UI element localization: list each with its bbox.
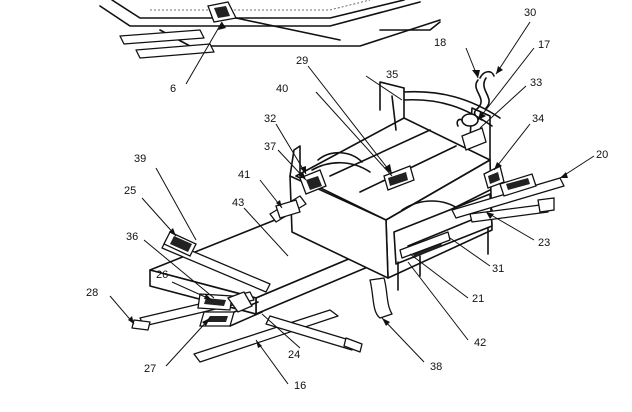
callout-26: 26 xyxy=(156,269,168,281)
callout-29: 29 xyxy=(296,55,308,67)
upper-frame-partial xyxy=(99,0,441,59)
callout-35: 35 xyxy=(386,69,398,81)
upper-strap-left-2 xyxy=(135,43,215,59)
main-frame xyxy=(149,81,501,327)
callout-30: 30 xyxy=(524,7,536,19)
callout-36: 36 xyxy=(126,231,138,243)
callout-23: 23 xyxy=(538,237,550,249)
strap-38 xyxy=(369,277,393,319)
buckle-33 xyxy=(461,127,487,151)
tether-hose xyxy=(456,70,495,127)
callout-6: 6 xyxy=(170,83,176,95)
tab-28 xyxy=(131,319,151,331)
callout-33: 33 xyxy=(530,77,542,89)
leader-lines xyxy=(109,21,595,385)
strap-lower-right xyxy=(265,315,357,351)
straps xyxy=(131,127,565,363)
callout-39: 39 xyxy=(134,153,146,165)
callout-25: 25 xyxy=(124,185,136,197)
callout-42: 42 xyxy=(474,337,486,349)
callout-labels: 6 16 17 18 20 21 23 24 25 26 27 28 29 30… xyxy=(86,7,608,392)
callout-21: 21 xyxy=(472,293,484,305)
callout-16: 16 xyxy=(294,380,306,392)
callout-28: 28 xyxy=(86,287,98,299)
callout-20: 20 xyxy=(596,149,608,161)
callout-40: 40 xyxy=(276,83,288,95)
footplate-42 xyxy=(399,231,451,259)
hose-coupling xyxy=(461,113,479,127)
callout-38: 38 xyxy=(430,361,442,373)
callout-18: 18 xyxy=(434,37,446,49)
callout-41: 41 xyxy=(238,169,250,181)
callout-24: 24 xyxy=(288,349,300,361)
callout-43: 43 xyxy=(232,197,244,209)
callout-32: 32 xyxy=(264,113,276,125)
callout-27: 27 xyxy=(144,363,156,375)
callout-31: 31 xyxy=(492,263,504,275)
upper-strap-left xyxy=(119,29,205,45)
callout-17: 17 xyxy=(538,39,550,51)
callout-34: 34 xyxy=(532,113,544,125)
callout-37: 37 xyxy=(264,141,276,153)
